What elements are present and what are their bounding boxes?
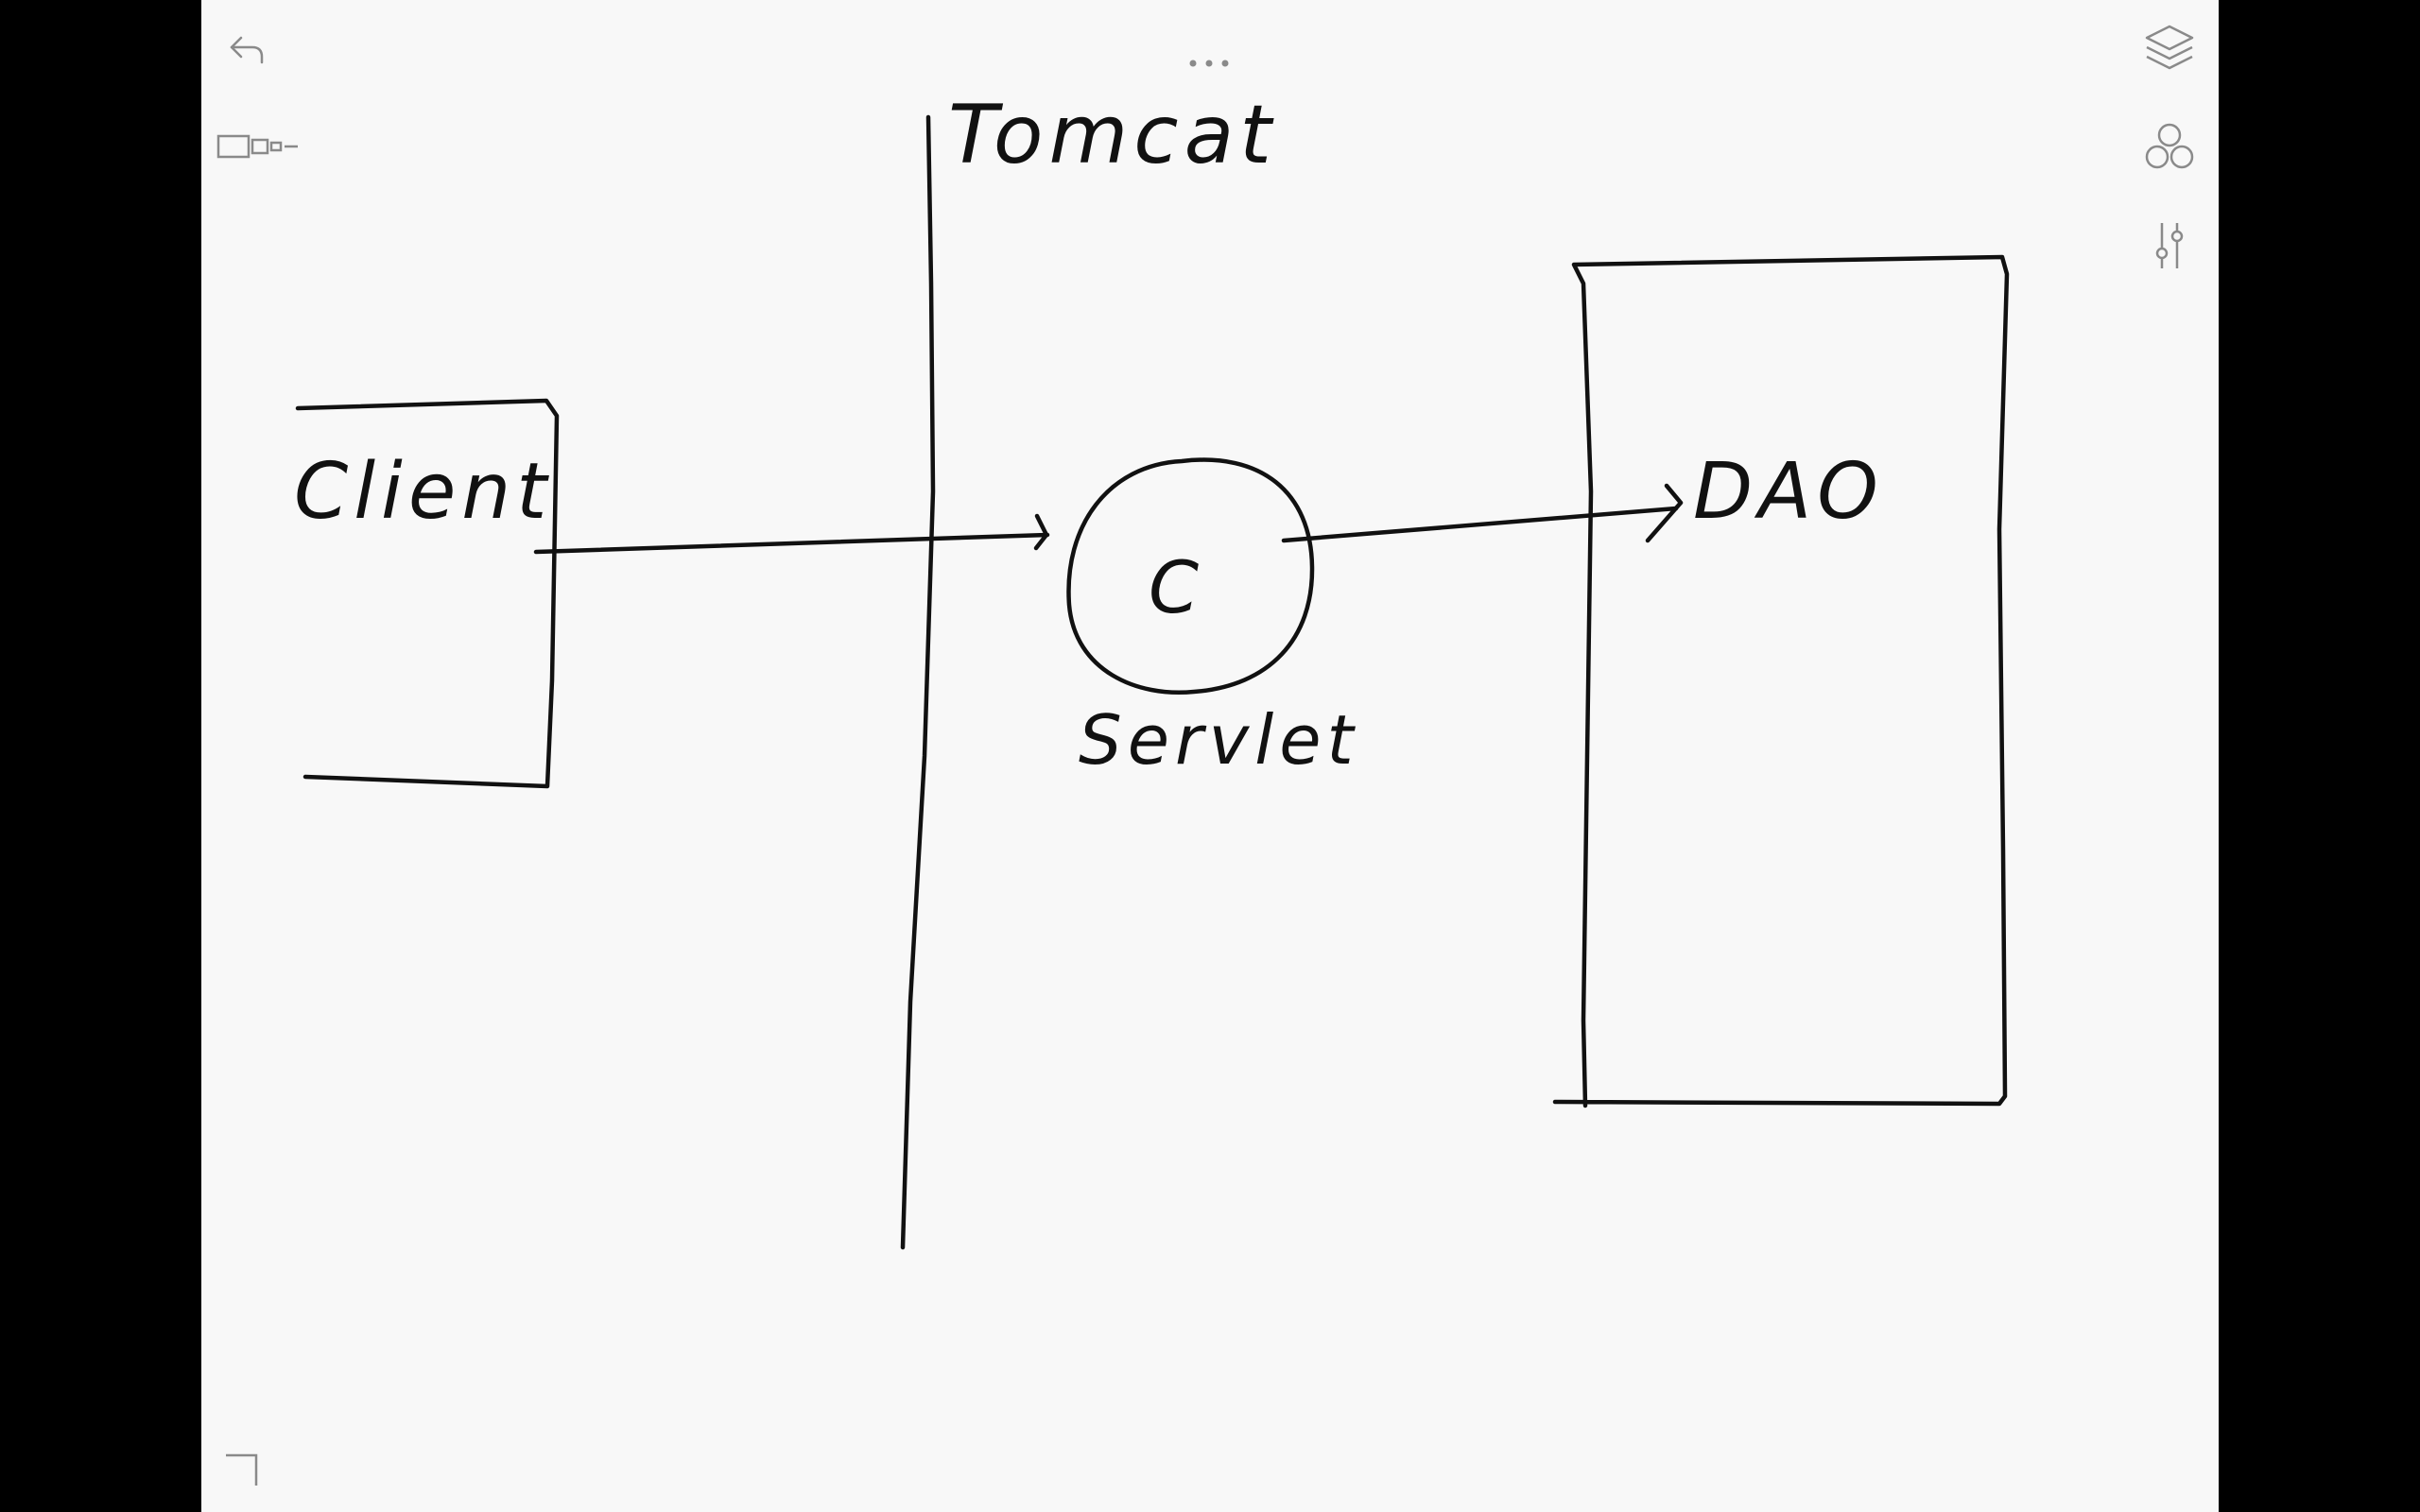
more-dots-icon[interactable] xyxy=(1185,57,1233,70)
dao-label: DAO xyxy=(1693,447,1884,537)
servlet-circle xyxy=(1066,457,1315,695)
client-label: Client xyxy=(294,447,552,537)
layers-icon[interactable] xyxy=(2143,23,2196,76)
servlet-to-dao-arrow xyxy=(1281,506,1679,543)
undo-arrow-icon[interactable] xyxy=(226,32,268,66)
client-to-servlet-arrow xyxy=(533,532,1050,555)
page-corner-icon xyxy=(222,1452,260,1489)
adjustment-sliders-icon[interactable] xyxy=(2149,219,2190,272)
servlet-label: Servlet xyxy=(1079,700,1359,780)
tomcat-label: Tomcat xyxy=(948,88,1277,182)
servlet-to-dao-arrowhead xyxy=(1645,483,1684,543)
page-thumbnails-icon[interactable] xyxy=(216,132,303,161)
shapes-icon[interactable] xyxy=(2143,121,2196,174)
drawing-canvas[interactable]: Tomcat Client C Servlet DAO xyxy=(201,0,2219,1512)
handdrawn-diagram: Tomcat Client C Servlet DAO xyxy=(294,88,2010,1250)
tomcat-boundary-line xyxy=(900,114,936,1250)
controller-label: C xyxy=(1149,545,1204,629)
client-box xyxy=(295,398,560,789)
dao-box xyxy=(1552,254,2010,1108)
client-to-servlet-arrowhead xyxy=(1033,513,1049,551)
